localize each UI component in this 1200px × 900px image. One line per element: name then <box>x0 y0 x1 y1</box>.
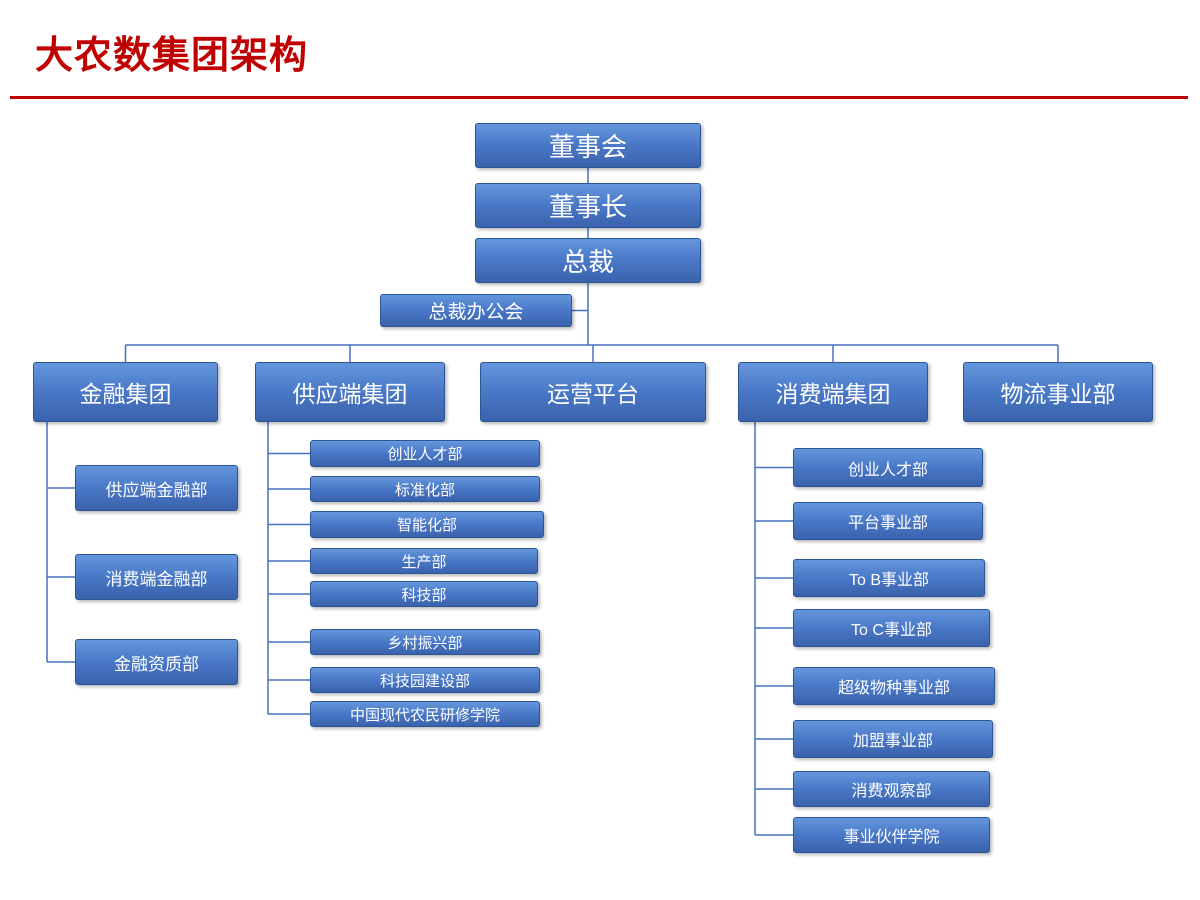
org-node-sup_rural: 乡村振兴部 <box>310 629 540 655</box>
org-node-label: 创业人才部 <box>387 446 463 463</box>
org-node-sup_tech: 科技部 <box>310 581 538 607</box>
org-node-label: 消费端集团 <box>775 381 891 407</box>
org-node-president: 总裁 <box>475 238 701 283</box>
org-node-label: 物流事业部 <box>1000 381 1116 407</box>
org-node-fin_supply: 供应端金融部 <box>75 465 238 511</box>
org-node-label: 科技园建设部 <box>379 672 470 690</box>
page-title: 大农数集团架构 <box>35 35 309 77</box>
org-node-label: 标准化部 <box>394 481 455 499</box>
org-node-supply: 供应端集团 <box>255 362 445 422</box>
title-underline <box>10 96 1188 99</box>
org-node-logistics: 物流事业部 <box>963 362 1153 422</box>
org-node-label: 供应端集团 <box>292 381 408 407</box>
org-node-label: 生产部 <box>401 553 447 571</box>
org-node-consumer: 消费端集团 <box>738 362 928 422</box>
org-node-label: 加盟事业部 <box>852 733 933 750</box>
org-node-label: 金融集团 <box>79 381 172 407</box>
org-node-sup_park: 科技园建设部 <box>310 667 540 693</box>
org-node-sup_college: 中国现代农民研修学院 <box>310 701 540 727</box>
org-node-fin_consumer: 消费端金融部 <box>75 554 238 600</box>
org-node-con_talent: 创业人才部 <box>793 448 983 487</box>
org-node-board: 董事会 <box>475 123 701 168</box>
org-node-label: 智能化部 <box>396 517 457 534</box>
org-node-con_toc: To C事业部 <box>793 609 990 647</box>
org-node-label: 超级物种事业部 <box>837 680 950 697</box>
org-node-ops: 运营平台 <box>480 362 706 422</box>
org-node-label: 总裁办公会 <box>428 302 524 323</box>
org-node-label: To B事业部 <box>848 572 930 589</box>
org-node-label: 供应端金融部 <box>105 480 208 500</box>
org-node-sup_intel: 智能化部 <box>310 511 544 538</box>
org-node-con_tob: To B事业部 <box>793 559 985 597</box>
org-node-label: 事业伙伴学院 <box>843 829 940 846</box>
org-node-chairman: 董事长 <box>475 183 701 228</box>
org-node-sup_prod: 生产部 <box>310 548 538 574</box>
org-node-con_franchise: 加盟事业部 <box>793 720 993 758</box>
org-node-office: 总裁办公会 <box>380 294 572 327</box>
org-node-label: 消费端金融部 <box>105 569 208 589</box>
org-node-label: 中国现代农民研修学院 <box>349 706 500 724</box>
org-node-label: 乡村振兴部 <box>387 634 463 652</box>
org-node-label: 创业人才部 <box>847 461 928 479</box>
org-node-label: 消费观察部 <box>851 783 932 800</box>
org-node-label: 董事会 <box>548 132 627 162</box>
org-node-sup_talent: 创业人才部 <box>310 440 540 467</box>
org-node-sup_std: 标准化部 <box>310 476 540 502</box>
org-node-con_super: 超级物种事业部 <box>793 667 995 705</box>
org-node-label: 平台事业部 <box>847 515 928 532</box>
org-node-finance: 金融集团 <box>33 362 218 422</box>
org-node-label: 董事长 <box>548 192 627 222</box>
org-node-label: 运营平台 <box>547 381 639 407</box>
org-node-label: 总裁 <box>561 247 614 277</box>
org-node-label: 金融资质部 <box>114 654 199 674</box>
org-node-con_observe: 消费观察部 <box>793 771 990 807</box>
org-node-label: 科技部 <box>401 586 447 604</box>
org-node-con_platform: 平台事业部 <box>793 502 983 540</box>
org-node-label: To C事业部 <box>851 622 932 639</box>
org-node-con_partner: 事业伙伴学院 <box>793 817 990 853</box>
org-node-fin_qual: 金融资质部 <box>75 639 238 685</box>
